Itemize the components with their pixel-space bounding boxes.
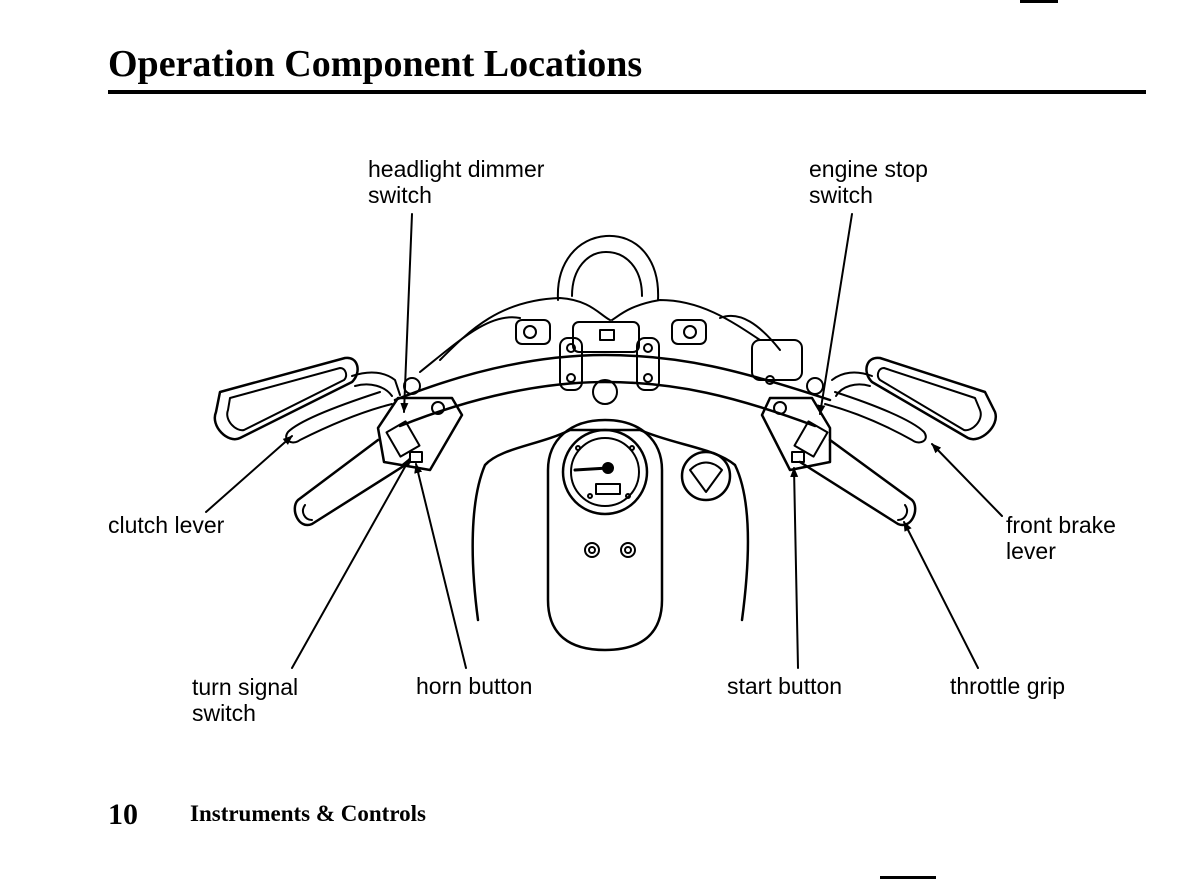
clamp-bolt-1 [566,343,576,353]
start-button-line-1: start button [727,673,843,699]
clamp-label-box [599,329,615,341]
turn-signal-line-2: switch [192,700,256,726]
front-brake-leader [931,443,1003,517]
right-bracket [671,319,707,345]
speedometer [561,428,649,516]
right-cable [611,299,761,341]
turn-signal-leader [291,457,411,669]
throttle-grip-leader [903,521,979,669]
clamp-bolt-3 [643,343,653,353]
front-brake-line-2: lever [1006,538,1056,564]
front-brake-lever-label: front brake lever [1006,512,1116,564]
clamp-bolt-2 [566,373,576,383]
headlight-dimmer-line-1: headlight dimmer [368,156,545,182]
turn-signal-line-1: turn signal [192,674,299,700]
bottom-corner-mark [880,876,936,879]
headlight-dimmer-leader [400,213,413,413]
right-switch-housing [760,377,832,472]
clutch-lever-line-1: clutch lever [108,512,225,538]
horn-button-leader [414,463,467,669]
title-rule [108,90,1146,94]
fuel-cap [680,450,732,502]
left-cable-2 [419,316,521,373]
left-bracket [515,319,551,345]
section-title: Instruments & Controls [190,801,426,826]
start-button-leader [790,467,799,669]
throttle-grip-label: throttle grip [950,673,1065,699]
clamp-left-post [559,337,583,391]
right-cable-2 [719,314,781,351]
headlight-dimmer-line-2: switch [368,182,432,208]
engine-stop-switch-label: engine stop switch [809,156,928,208]
turn-signal-switch-label: turn signal switch [192,674,298,726]
indicator-lights [584,542,636,558]
page-number: 10 [108,798,138,831]
clamp-bolt-4 [643,373,653,383]
horn-button-label: horn button [416,673,532,699]
horn-button-line-1: horn button [416,673,533,699]
throttle-grip-line-1: throttle grip [950,673,1066,699]
front-brake-lever-shape [824,391,927,444]
front-brake-line-1: front brake [1006,512,1116,538]
headlight-shape [556,234,660,301]
handlebar-bottom [398,380,817,428]
engine-stop-line-1: engine stop [809,156,928,182]
engine-stop-leader [817,213,853,415]
brake-reservoir [751,339,803,385]
clamp-right-post [636,337,660,391]
page-title: Operation Component Locations [108,43,643,85]
clutch-lever-label: clutch lever [108,512,224,538]
left-mirror [213,356,401,441]
headlight-dimmer-switch-label: headlight dimmer switch [368,156,544,208]
steering-stem [592,379,618,405]
top-corner-mark [1020,0,1058,3]
start-button-label: start button [727,673,842,699]
left-bracket-bolt [523,325,537,339]
clutch-lever-leader [205,435,293,513]
left-switch-housing [376,377,464,472]
right-grip [798,438,917,527]
engine-stop-line-2: switch [809,182,873,208]
right-bracket-bolt [683,325,697,339]
fuel-tank [471,418,750,652]
left-grip [293,438,412,527]
handlebar-top [393,353,832,402]
headlight-rim [571,251,643,297]
clutch-lever-shape [285,391,393,444]
